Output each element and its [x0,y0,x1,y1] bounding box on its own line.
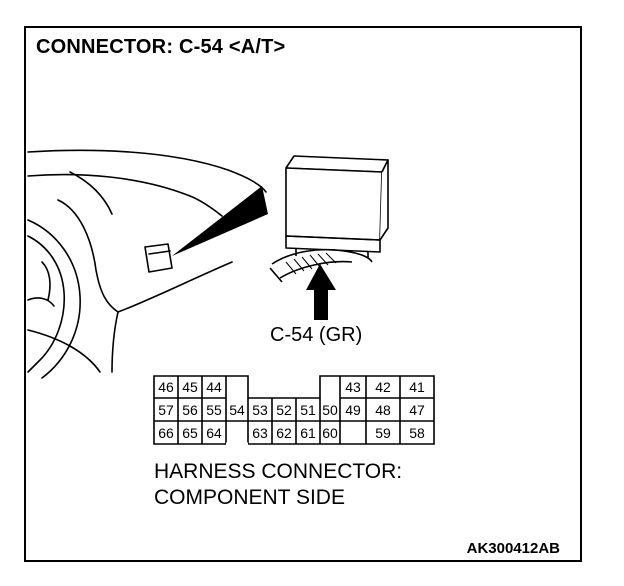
harness-label-line2: COMPONENT SIDE [154,486,345,509]
pin-60: 60 [322,425,338,441]
pin-59: 59 [375,425,391,441]
harness-label-line1: HARNESS CONNECTOR: [154,460,403,483]
connector-title: CONNECTOR: C-54 <A/T> [36,36,286,58]
pin-52: 52 [276,402,292,418]
pin-42: 42 [375,379,391,395]
pin-49: 49 [345,402,361,418]
pin-51: 51 [300,402,316,418]
figure-id: AK300412AB [466,540,560,557]
pointer-wedge [172,186,268,256]
pin-54: 54 [229,402,245,418]
pin-47: 47 [409,402,425,418]
pin-53: 53 [252,402,268,418]
pin-58: 58 [409,425,425,441]
pin-44: 44 [206,379,222,395]
pin-48: 48 [375,402,391,418]
pin-66: 66 [158,425,174,441]
pin-46: 46 [158,379,174,395]
pin-41: 41 [409,379,425,395]
pin-43: 43 [345,379,361,395]
diagram-frame [24,26,582,562]
pin-62: 62 [276,425,292,441]
pin-57: 57 [158,402,174,418]
pin-63: 63 [252,425,268,441]
pin-64: 64 [206,425,222,441]
up-arrow-icon [306,264,336,320]
pin-45: 45 [182,379,198,395]
pin-50: 50 [322,402,338,418]
pin-55: 55 [206,402,222,418]
pin-56: 56 [182,402,198,418]
pin-61: 61 [300,425,316,441]
pin-65: 65 [182,425,198,441]
connector-code: C-54 (GR) [270,324,363,346]
